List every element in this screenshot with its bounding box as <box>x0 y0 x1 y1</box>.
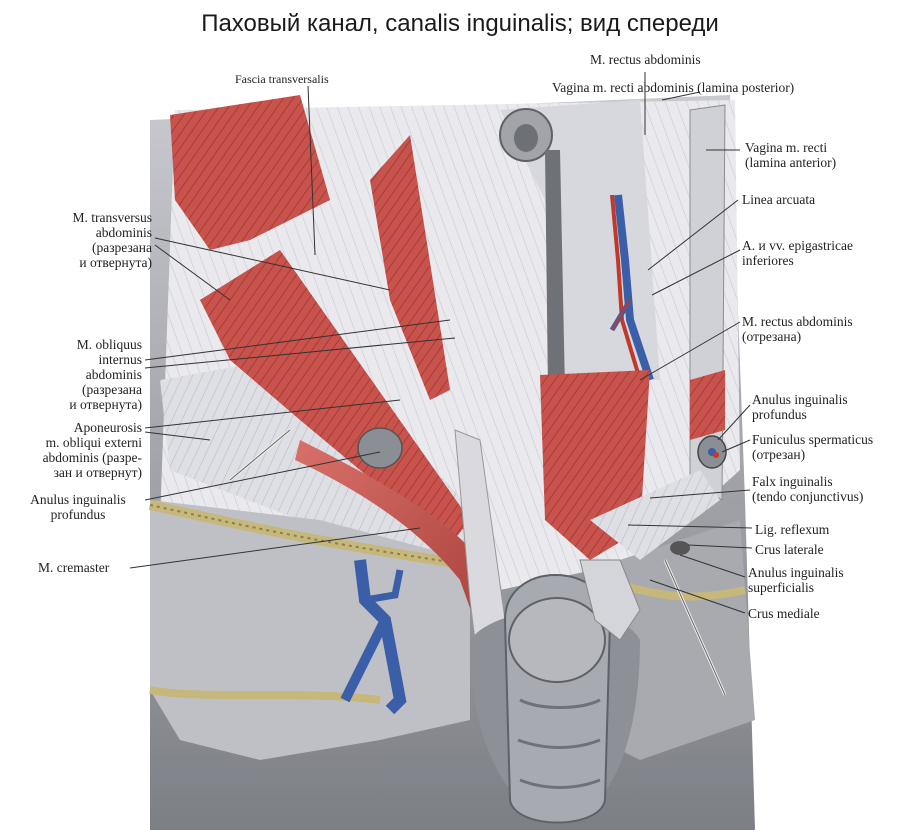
label-fascia-transversalis: Fascia transversalis <box>235 72 329 86</box>
label-linea-arcuata: Linea arcuata <box>742 192 816 207</box>
label-falx-inguinalis: Falx inguinalis (tendo conjunctivus) <box>752 474 864 504</box>
label-crus-laterale: Crus laterale <box>755 542 824 557</box>
label-anulus-profundus-left: Anulus inguinalis profundus <box>30 492 126 522</box>
label-anulus-profundus-right: Anulus inguinalis profundus <box>752 392 848 422</box>
label-m-rectus-abdominis: M. rectus abdominis <box>590 52 701 67</box>
m-transversus <box>170 95 330 250</box>
epigastric-artery <box>610 194 642 381</box>
figure-title: Паховый канал, canalis inguinalis; вид с… <box>201 10 719 37</box>
label-vagina-anterior: Vagina m. recti (lamina anterior) <box>745 140 837 170</box>
label-lig-reflexum: Lig. reflexum <box>755 522 830 537</box>
m-obliquus-internus <box>200 250 470 545</box>
deep-ring-left <box>357 427 403 469</box>
linea-alba-slit <box>545 150 565 390</box>
label-m-cremaster: M. cremaster <box>38 560 110 575</box>
falx-inguinalis <box>590 470 720 560</box>
label-m-obliquus-internus: M. obliquus internus abdominis (разрезан… <box>69 337 142 412</box>
label-rectus-cut: M. rectus abdominis (отрезана) <box>742 314 853 344</box>
thigh-right <box>600 520 755 760</box>
cord-right <box>579 559 641 641</box>
label-anulus-superficialis: Anulus inguinalis superficialis <box>748 565 844 595</box>
m-obliquus-strip <box>370 135 450 400</box>
label-epigastric-vessels: A. и vv. epigastricae inferiores <box>742 238 853 268</box>
label-aponeurosis: Aponeurosis m. obliqui externi abdominis… <box>42 420 142 480</box>
label-vagina-posterior: Vagina m. recti abdominis (lamina poster… <box>552 80 795 95</box>
label-funiculus-spermaticus: Funiculus spermaticus (отрезан) <box>752 432 874 462</box>
epigastric-vein <box>614 194 654 382</box>
label-crus-mediale: Crus mediale <box>748 606 820 621</box>
muscle-right-edge <box>690 370 725 440</box>
glans <box>508 597 606 683</box>
leader-lines <box>129 72 753 614</box>
superficial-ring <box>670 541 690 555</box>
label-m-transversus: M. transversus abdominis (разрезана и от… <box>72 210 153 270</box>
